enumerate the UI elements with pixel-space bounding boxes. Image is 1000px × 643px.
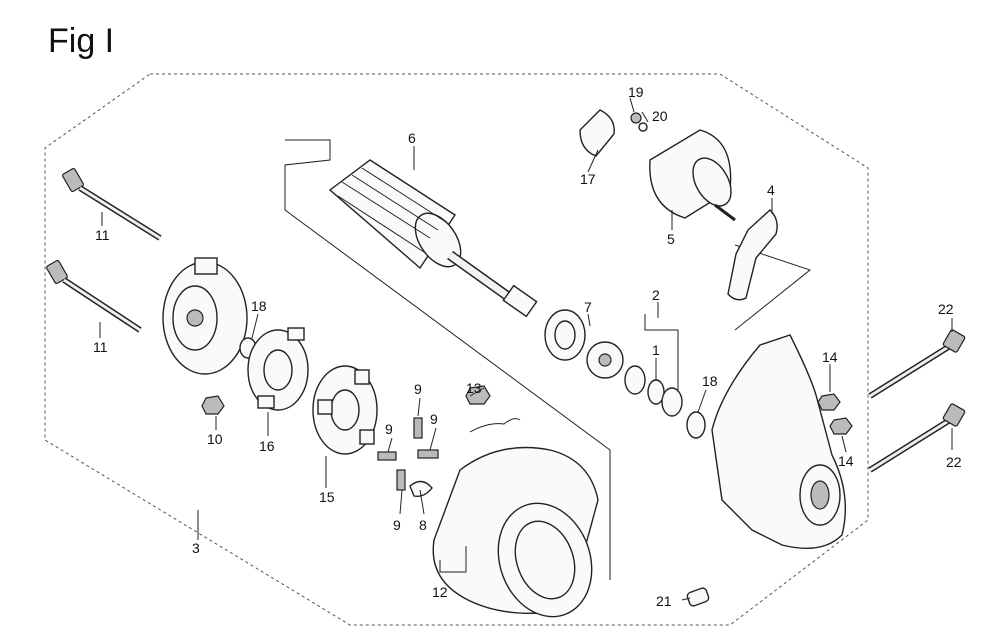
plunger-part-17 — [579, 109, 615, 157]
figure-title: Fig I — [48, 22, 115, 60]
brush-holder-part-15 — [312, 365, 378, 455]
callout-20: 20 — [652, 108, 668, 124]
callout-1: 1 — [652, 342, 660, 358]
callout-11-upper: 11 — [95, 227, 110, 243]
shift-lever-part-4 — [727, 209, 778, 301]
armature-part-6 — [328, 159, 538, 318]
nut-part-13 — [465, 385, 491, 405]
springs-part-9 — [377, 417, 439, 491]
callout-14-upper: 14 — [822, 349, 838, 365]
callout-11-lower: 11 — [93, 339, 108, 355]
callout-2: 2 — [652, 287, 660, 303]
callout-9-right: 9 — [430, 411, 438, 427]
collar-part-2 — [661, 387, 683, 417]
stop-ring — [624, 365, 646, 395]
callout-9-left: 9 — [385, 421, 393, 437]
callout-6: 6 — [408, 130, 416, 146]
callout-12: 12 — [432, 584, 448, 600]
callout-22-lower: 22 — [946, 454, 962, 470]
washer-part-19 — [630, 112, 642, 124]
assembly-boundary — [44, 73, 869, 626]
callout-3: 3 — [192, 540, 200, 556]
callout-18-right: 18 — [702, 373, 718, 389]
callout-22-upper: 22 — [938, 301, 954, 317]
callout-4: 4 — [767, 182, 775, 198]
callout-18-left: 18 — [251, 298, 267, 314]
callout-21: 21 — [656, 593, 672, 609]
nut-part-14-upper — [817, 393, 841, 411]
bolt-part-22-lower — [868, 403, 966, 473]
washer-part-18-right — [686, 411, 706, 439]
nut-part-14-lower — [829, 417, 853, 435]
callout-19: 19 — [628, 84, 644, 100]
leader-lines — [99, 97, 953, 601]
callout-10: 10 — [207, 431, 223, 447]
yoke-part-12 — [432, 446, 599, 618]
nut-part-10 — [201, 395, 225, 415]
bolt-part-11-upper — [62, 167, 162, 241]
callout-15: 15 — [319, 489, 335, 505]
brush-plate-part-16 — [247, 327, 309, 411]
pinion-clutch-part-7 — [544, 309, 624, 379]
washer-part-20 — [638, 122, 648, 132]
bolt-part-22-upper — [868, 329, 966, 399]
bolt-part-11-lower — [46, 259, 142, 333]
callout-17: 17 — [580, 171, 596, 187]
drive-end-housing — [711, 334, 846, 550]
callout-14-lower: 14 — [838, 453, 854, 469]
callout-13: 13 — [466, 380, 482, 396]
solenoid-part-5 — [649, 129, 736, 222]
terminal-lead — [469, 418, 521, 433]
clip-part-8 — [409, 480, 433, 498]
callout-8: 8 — [419, 517, 427, 533]
callout-9-bottom: 9 — [393, 517, 401, 533]
callout-16: 16 — [259, 438, 275, 454]
bushing-part-21 — [686, 587, 710, 607]
callout-9-top: 9 — [414, 381, 422, 397]
callout-5: 5 — [667, 231, 675, 247]
callout-7: 7 — [584, 299, 592, 315]
rear-cover — [162, 257, 248, 375]
armature-group-box — [284, 139, 611, 580]
